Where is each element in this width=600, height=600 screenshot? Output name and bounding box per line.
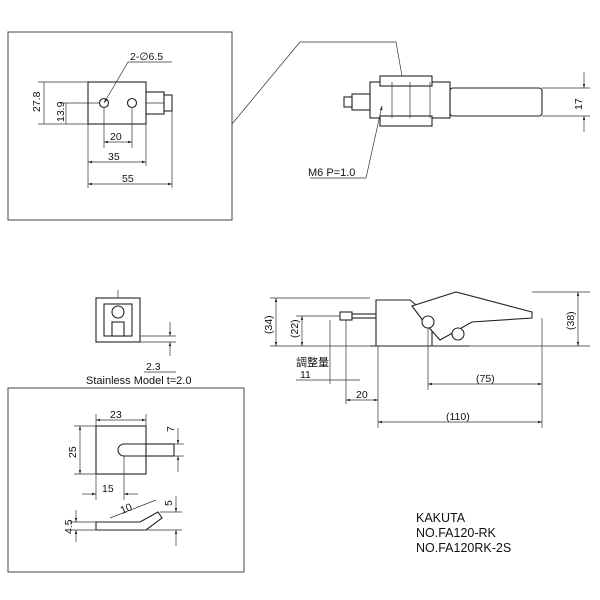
- hole-callout: 2-∅6.5: [130, 51, 163, 63]
- dim-20: 20: [110, 131, 122, 143]
- plunger-tip: [339, 311, 353, 321]
- bent-plate: [95, 511, 163, 531]
- dim-10: 10: [119, 501, 134, 517]
- top-detail-view: 2-∅6.5 27.8 13.9 20 35 55: [7, 31, 233, 221]
- mount-hole-right: [126, 97, 138, 109]
- front-view: 2.3 Stainless Model t=2.0: [86, 290, 191, 387]
- dim-55: 55: [122, 173, 134, 185]
- dim-34: (34): [263, 315, 275, 334]
- adjust-label: 調整量: [296, 355, 329, 369]
- dim-13-9: 13.9: [55, 101, 67, 122]
- dim-27-8: 27.8: [31, 91, 43, 112]
- dim-110: (110): [446, 411, 470, 423]
- maker-name: KAKUTA: [416, 511, 466, 525]
- detail-leader: [231, 41, 403, 125]
- dim-17: 17: [573, 98, 585, 110]
- plate-frame: [7, 387, 245, 573]
- dim-5: 5: [163, 500, 175, 506]
- model-number-2: NO.FA120RK-2S: [416, 541, 511, 555]
- plunger-head: [351, 93, 371, 111]
- dim-4-5: 4.5: [63, 519, 75, 534]
- title-block: KAKUTA NO.FA120-RK NO.FA120RK-2S: [416, 511, 511, 555]
- top-side-view: 17 M6 P=1.0: [308, 72, 590, 179]
- plate-slot: [117, 443, 146, 457]
- stainless-caption: Stainless Model t=2.0: [86, 375, 191, 387]
- dim-2-3: 2.3: [146, 361, 161, 373]
- dim-75: (75): [476, 373, 495, 385]
- dim-38: (38): [565, 311, 577, 330]
- dim-7: 7: [165, 426, 177, 432]
- dim-25: 25: [67, 446, 79, 458]
- plate-detail-view: 23 7 25 15 5 10 4.5: [7, 387, 245, 573]
- detail-frame: [7, 31, 233, 221]
- dim-35: 35: [108, 151, 120, 163]
- dim-15: 15: [102, 483, 114, 495]
- thread-callout: M6 P=1.0: [308, 167, 355, 179]
- model-number-1: NO.FA120-RK: [416, 526, 497, 540]
- dim-20-elev: 20: [356, 389, 368, 401]
- elevation-view: (34) (22) (38) 調整量 11 20 (75) (110): [263, 291, 590, 428]
- dim-11: 11: [300, 369, 311, 381]
- dim-23: 23: [110, 409, 122, 421]
- dim-22: (22): [289, 319, 301, 338]
- clamp-handle: [449, 87, 543, 117]
